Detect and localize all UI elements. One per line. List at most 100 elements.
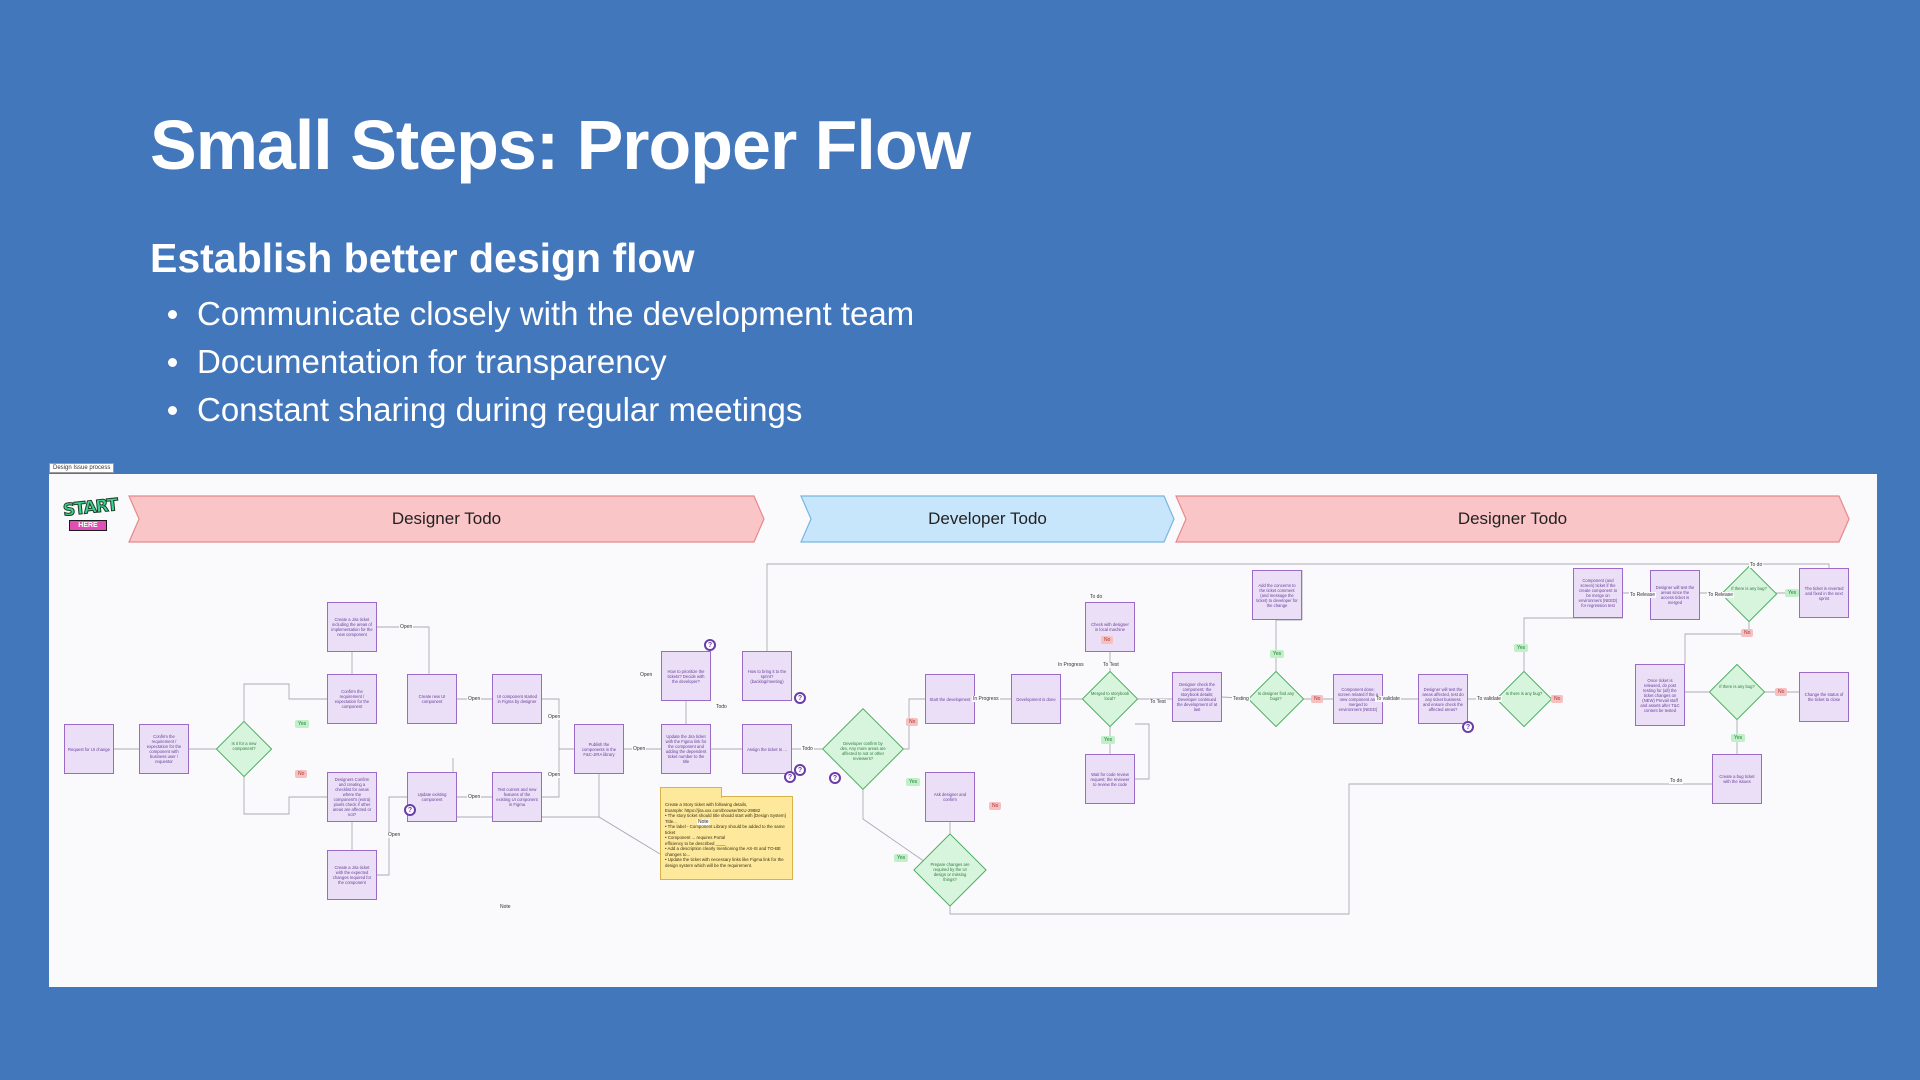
process-node[interactable]: Development is done [1011, 674, 1061, 724]
no-branch-chip: No [1311, 695, 1324, 703]
connector-label: To validate [1476, 696, 1502, 702]
connector-line [243, 773, 327, 815]
note-line: • Update the ticket with necessary links… [665, 857, 784, 868]
comment-pin-icon[interactable]: ? [829, 772, 841, 784]
connector-label: To Test [1149, 699, 1167, 705]
connector-line [377, 626, 430, 674]
connector-line [1684, 614, 1750, 664]
process-node[interactable]: Check with designer in local machine [1085, 602, 1135, 652]
connector-label: To validate [1375, 696, 1401, 702]
connector-label: Open [547, 714, 562, 720]
yes-branch-chip: Yes [1785, 589, 1800, 597]
start-here-badge: START HERE [62, 495, 119, 538]
process-node[interactable]: Create new UI component [407, 674, 457, 724]
process-node[interactable]: Request for UI change [64, 724, 114, 774]
lane-arrow-shape [800, 495, 1175, 543]
start-badge-ribbon: HERE [69, 520, 107, 531]
process-node[interactable]: Component done; screen related if the a … [1333, 674, 1383, 724]
process-node[interactable]: Once ticket is released, do post testing… [1635, 664, 1685, 726]
process-node[interactable]: Ask designer and confirm [925, 772, 975, 822]
connector-label: Open [639, 672, 654, 678]
lane-designer-todo-final: Designer Todo [1457, 509, 1568, 528]
note-line: • Add a description clearly mentioning t… [665, 846, 781, 857]
process-node[interactable]: Component (and screen) ticket if the cre… [1573, 568, 1623, 618]
board-name-tag[interactable]: Design Issue process [49, 463, 115, 473]
process-node[interactable]: Update the Jira ticket with the Figma li… [661, 724, 711, 774]
connector-label: Open [467, 696, 482, 702]
connector-label: Note [697, 819, 710, 825]
comment-pin-icon[interactable]: ? [784, 771, 796, 783]
process-node[interactable]: Create a Jira ticket including the areas… [327, 602, 377, 652]
connector-line [542, 749, 560, 798]
yes-branch-chip: Yes [295, 720, 310, 728]
process-node[interactable]: Designer will test the areas since the a… [1650, 570, 1700, 620]
connector-label: Testing [1232, 696, 1250, 702]
process-node[interactable]: Start the development [925, 674, 975, 724]
sticky-note[interactable]: Create a Story ticket with following det… [660, 787, 793, 880]
no-branch-chip: No [906, 718, 919, 726]
decision-label: Is there is any bug? [1505, 691, 1543, 696]
process-node[interactable]: The ticket is reverted and fixed in the … [1799, 568, 1849, 618]
note-line: Create a Story ticket with following det… [665, 802, 748, 807]
connector-label: To Release [1629, 592, 1657, 598]
bullet-item: Communicate closely with the development… [168, 290, 914, 338]
yes-branch-chip: Yes [894, 854, 909, 862]
connector-label: Open [632, 746, 647, 752]
comment-pin-icon[interactable]: ? [794, 764, 806, 776]
process-node[interactable]: Create a Jira ticket with the expected c… [327, 850, 377, 900]
note-line: • The story ticket should title should s… [665, 813, 786, 824]
connector-label: Todo [715, 704, 728, 710]
connector-label: To Test [1102, 662, 1120, 668]
process-node[interactable]: Confirm the requirement / expectation fo… [327, 674, 377, 724]
decision-label: Merged to storybook local? [1090, 691, 1130, 701]
connector-label: To do [1669, 778, 1684, 784]
connector-label: Open [467, 794, 482, 800]
process-node[interactable]: How to prioritize the tickets? Decide wi… [661, 651, 711, 701]
comment-pin-icon[interactable]: ? [704, 639, 716, 651]
no-branch-chip: No [295, 770, 308, 778]
connector-label: To do [1749, 562, 1764, 568]
no-branch-chip: No [1775, 688, 1788, 696]
note-line: • The label - Component Library should b… [665, 824, 785, 835]
process-node[interactable]: Change the status of the ticket to close [1799, 672, 1849, 722]
decision-label: Is it for a new component? [231, 741, 257, 751]
bullet-dot [168, 405, 177, 415]
note-line: • Component ... requires Portal [665, 835, 726, 840]
bullet-dot [168, 357, 177, 367]
process-node[interactable]: How to bring it to the sprint? (backlog/… [742, 651, 792, 701]
decision-label: If there is any bug? [1719, 684, 1755, 689]
comment-pin-icon[interactable]: ? [794, 692, 806, 704]
no-branch-chip: No [1551, 695, 1564, 703]
lane-designer-todo: Designer Todo [391, 509, 502, 528]
lane-arrow-shape [128, 495, 765, 543]
bullet-text: Communicate closely with the development… [197, 295, 915, 332]
flow-connectors [114, 495, 1850, 915]
process-node[interactable]: Designer check the component; the storyb… [1172, 672, 1222, 722]
decision-label: Prepare changes are required by the UI d… [930, 862, 970, 882]
bullet-item: Constant sharing during regular meetings [168, 386, 914, 434]
process-node[interactable]: Designer will test the areas affected, t… [1418, 674, 1468, 724]
process-node[interactable]: Wait for code review request; the review… [1085, 754, 1135, 804]
connector-line [243, 683, 327, 725]
process-node[interactable]: UI component started in Figma by designe… [492, 674, 542, 724]
process-node[interactable]: Confirm the requirement / expectation fo… [139, 724, 189, 774]
process-node[interactable]: Designers Confirm and creating a checkli… [327, 772, 377, 822]
comment-pin-icon[interactable]: ? [1462, 721, 1474, 733]
connector-label: Open [387, 832, 402, 838]
yes-branch-chip: Yes [1270, 650, 1285, 658]
process-node[interactable]: Add the concerns to the ticket comment (… [1252, 570, 1302, 620]
comment-pin-icon[interactable]: ? [404, 804, 416, 816]
process-node[interactable]: Assign the ticket to ... [742, 724, 792, 774]
decision-label: Developer confirm by dev, Any more areas… [840, 741, 886, 761]
connector-label: Open [399, 624, 414, 630]
connector-label: Todo [801, 746, 814, 752]
flowchart-board[interactable]: START HERE Designer Todo Developer Todo … [49, 474, 1877, 987]
connector-line [1135, 723, 1150, 780]
process-node[interactable]: Create a bug ticket with the issues [1712, 754, 1762, 804]
connector-label: In Progress [1057, 662, 1085, 668]
process-node[interactable]: Update existing component [407, 772, 457, 822]
process-node[interactable]: Publish the components in the F&C-JIRA l… [574, 724, 624, 774]
process-node[interactable]: Test current and new features of the exi… [492, 772, 542, 822]
yes-branch-chip: Yes [906, 778, 921, 786]
slide-subtitle: Establish better design flow [150, 235, 695, 281]
